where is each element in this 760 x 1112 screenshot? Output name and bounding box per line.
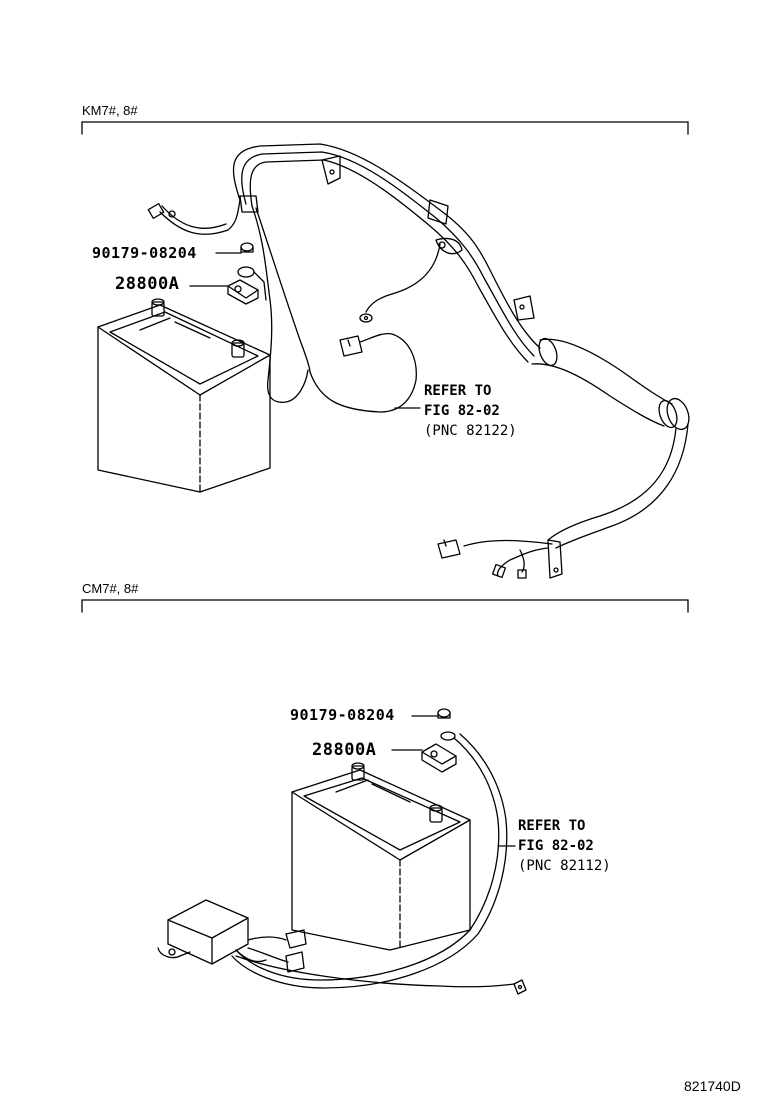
section-divider-bottom — [81, 599, 689, 613]
battery-top — [97, 298, 271, 493]
nut-top — [215, 242, 254, 254]
figure-id: 821740D — [684, 1078, 741, 1094]
terminal-clamp-bottom — [391, 743, 457, 773]
battery-bottom — [291, 762, 471, 951]
terminal-clamp-top — [189, 279, 259, 305]
section-divider-top — [81, 121, 689, 135]
refer-pnc-top: (PNC 82122) — [424, 423, 517, 439]
wire-harness-bottom — [157, 731, 527, 995]
section-label-km7: KM7#, 8# — [82, 103, 138, 118]
refer-to-note-bottom: REFER TO FIG 82-02 (PNC 82112) — [518, 816, 611, 876]
wire-harness-top — [147, 143, 690, 579]
refer-pnc-bottom: (PNC 82112) — [518, 858, 611, 874]
clamp-part-number-top: 28800A — [115, 274, 180, 294]
nut-part-number-top: 90179-08204 — [92, 244, 197, 262]
refer-to-note-top: REFER TO FIG 82-02 (PNC 82122) — [424, 381, 517, 441]
clamp-part-number-bottom: 28800A — [312, 740, 377, 760]
ring-terminal-top — [237, 266, 267, 301]
refer-line1-top: REFER TO — [424, 383, 492, 399]
refer-line1-bottom: REFER TO — [518, 818, 586, 834]
nut-part-number-bottom: 90179-08204 — [290, 706, 395, 724]
refer-line2-bottom: FIG 82-02 — [518, 838, 594, 854]
refer-line2-top: FIG 82-02 — [424, 403, 500, 419]
nut-bottom — [411, 708, 451, 719]
section-label-cm7: CM7#, 8# — [82, 581, 139, 596]
